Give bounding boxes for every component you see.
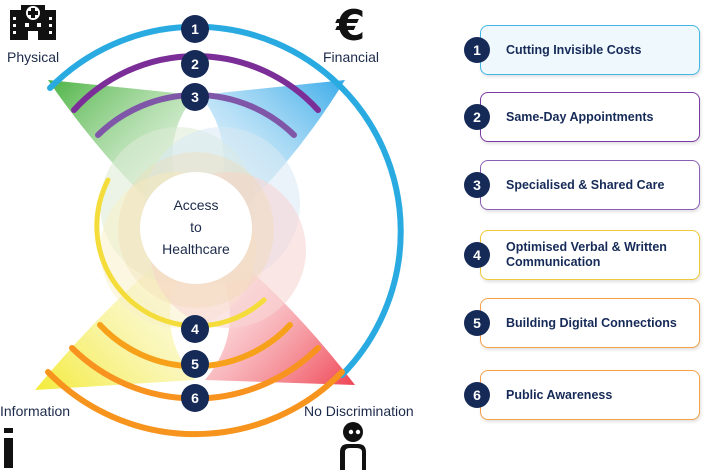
legend-box [480, 25, 700, 75]
center-label-line-1: Access [173, 197, 218, 213]
legend-item-4: 4 Optimised Verbal & Written Communicati… [464, 230, 700, 280]
person-icon [340, 422, 366, 470]
legend-item-6: 6 Public Awareness [464, 370, 700, 420]
legend-number-badge: 1 [464, 37, 490, 63]
physical-label: Physical [7, 49, 60, 65]
arc-badge-3: 3 [181, 83, 209, 111]
legend-number-badge: 6 [464, 382, 490, 408]
arc-badge-4: 4 [181, 315, 209, 343]
svg-text:2: 2 [191, 56, 199, 72]
info-icon [4, 428, 13, 468]
legend-box [480, 230, 700, 280]
legend-number-badge: 4 [464, 242, 490, 268]
svg-text:5: 5 [191, 356, 199, 372]
svg-text:3: 3 [191, 89, 199, 105]
legend-text: Same-Day Appointments [506, 109, 654, 124]
arc-badge-5: 5 [181, 350, 209, 378]
legend-item-3: 3 Specialised & Shared Care [464, 160, 700, 210]
legend-text: Optimised Verbal & Written Communication [506, 240, 667, 269]
no-discrimination-label: No Discrimination [304, 403, 414, 419]
legend-number-badge: 2 [464, 104, 490, 130]
center-label-line-2: to [190, 219, 202, 235]
legend-item-2: 2 Same-Day Appointments [464, 92, 700, 142]
center-label-line-3: Healthcare [162, 241, 230, 257]
svg-text:4: 4 [191, 321, 199, 337]
legend-text: Specialised & Shared Care [506, 177, 665, 192]
ring-4-inner-arc [94, 177, 267, 329]
legend-number-badge: 5 [464, 310, 490, 336]
financial-label: Financial [323, 49, 380, 65]
hospital-icon [10, 5, 56, 40]
legend-number-badge: 3 [464, 172, 490, 198]
legend-text: Cutting Invisible Costs [506, 42, 642, 57]
legend-text: Building Digital Connections [506, 315, 677, 330]
svg-text:6: 6 [191, 390, 199, 406]
center-circle [140, 172, 252, 284]
legend: 1 Cutting Invisible Costs 2 Same-Day App… [464, 25, 709, 445]
ring-1-arc [47, 23, 404, 378]
legend-text: Public Awareness [506, 387, 613, 402]
euro-icon: € [335, 1, 365, 50]
information-label: Information [0, 403, 71, 419]
legend-item-1: 1 Cutting Invisible Costs [464, 25, 700, 75]
arc-badge-1: 1 [181, 15, 209, 43]
legend-item-5: 5 Building Digital Connections [464, 298, 700, 348]
svg-text:1: 1 [191, 21, 199, 37]
arc-badge-6: 6 [181, 384, 209, 412]
arc-badge-2: 2 [181, 50, 209, 78]
ring-6-arc [45, 369, 345, 438]
legend-box [480, 298, 700, 348]
